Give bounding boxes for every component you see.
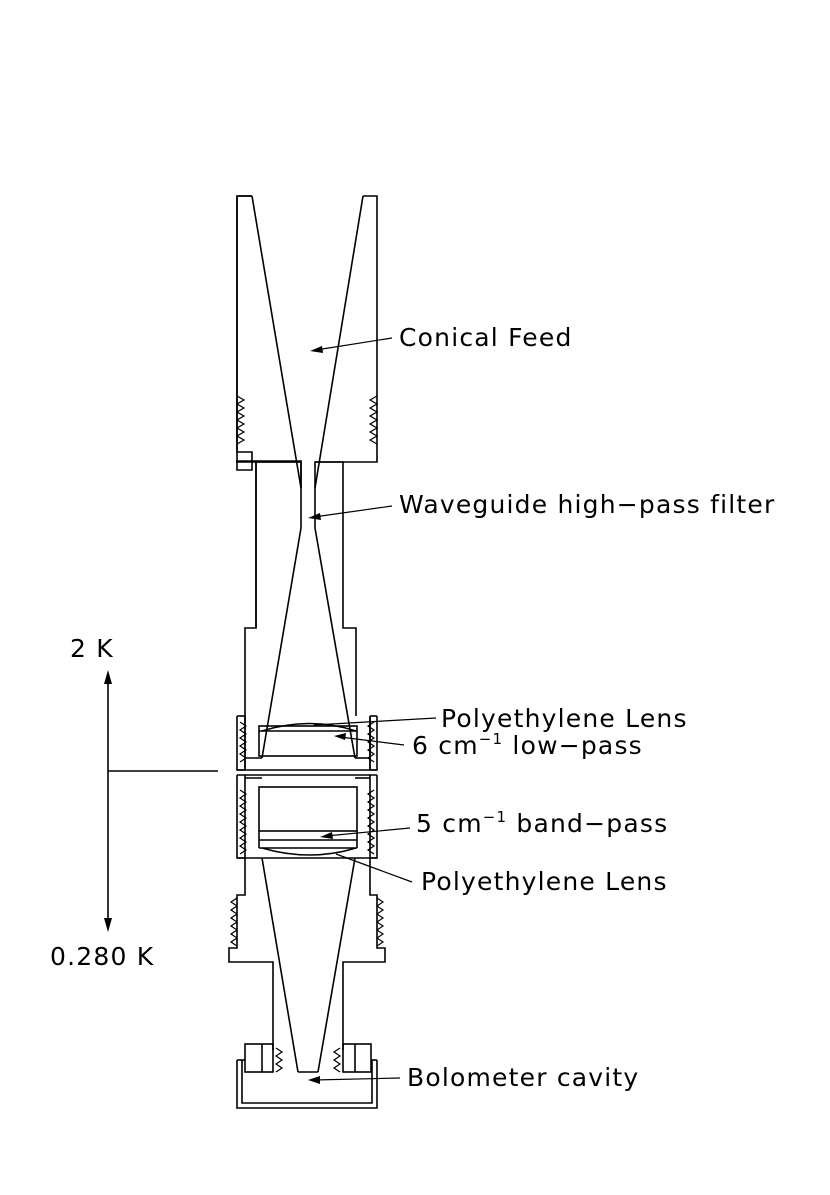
lower-thread-right xyxy=(375,897,385,947)
lowpass-label-superscript: −1 xyxy=(479,730,504,748)
lower-cone-section xyxy=(228,857,386,1073)
waveguide-filter-label: Waveguide high−pass filter xyxy=(399,490,775,519)
upper-thread-right xyxy=(368,395,379,445)
polyethylene-lens-bottom xyxy=(261,847,357,856)
lower-filter-housing xyxy=(236,774,378,859)
bandpass-filter-label: 5 cm−1 band−pass xyxy=(416,808,668,838)
conical-feed-label: Conical Feed xyxy=(399,323,573,352)
leader-lines xyxy=(308,337,437,1084)
temperature-gradient-arrow xyxy=(104,670,218,932)
polyethylene-lens-bottom-label: Polyethylene Lens xyxy=(421,867,668,896)
upper-housing-threads xyxy=(238,721,376,763)
lowpass-filter-label: 6 cm−1 low−pass xyxy=(412,730,643,760)
bandpass-label-rest: band−pass xyxy=(507,809,668,838)
polyethylene-lens-top-label: Polyethylene Lens xyxy=(441,704,688,733)
bolometer-cavity xyxy=(236,1043,378,1109)
upper-thread-left xyxy=(235,395,246,445)
polyethylene-lens-top xyxy=(261,722,357,732)
temperature-0280k-label: 0.280 K xyxy=(50,942,154,971)
bolometer-cavity-label: Bolometer cavity xyxy=(407,1063,639,1092)
lower-thread-left xyxy=(229,897,239,947)
lowpass-label-main: 6 cm xyxy=(412,731,479,760)
feedhorn-body-outline xyxy=(236,195,378,759)
bandpass-label-main: 5 cm xyxy=(416,809,483,838)
lower-housing-threads xyxy=(238,789,376,855)
bandpass-label-superscript: −1 xyxy=(483,808,508,826)
lowpass-label-rest: low−pass xyxy=(503,731,643,760)
temperature-2k-label: 2 K xyxy=(70,634,114,663)
